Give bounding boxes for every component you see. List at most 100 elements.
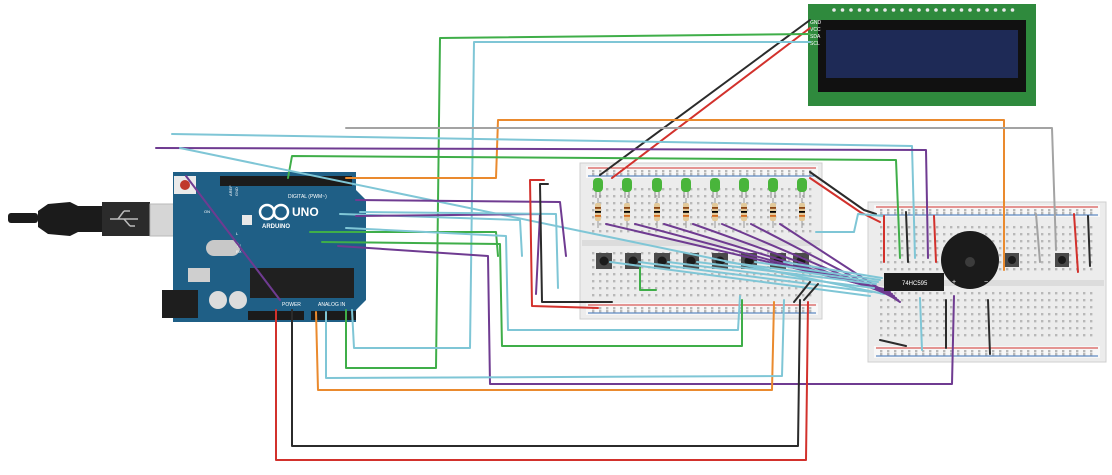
resistor-2[interactable] [624, 198, 630, 228]
breadboard-hole [957, 292, 960, 295]
led-1[interactable] [593, 178, 603, 198]
breadboard-hole [781, 195, 784, 198]
wire-gray-55[interactable] [1035, 213, 1041, 263]
breadboard-hole [634, 202, 637, 205]
arduino-uno-board[interactable]: UNO ARDUINO DIGITAL (PWM~) POWER ANALOG … [162, 172, 366, 322]
wire-black-54[interactable] [1087, 215, 1091, 267]
breadboard-hole [718, 195, 721, 198]
breadboard-hole [915, 209, 918, 212]
breadboard-hole [732, 287, 735, 290]
breadboard-hole [887, 261, 890, 264]
wire-black-45[interactable] [803, 283, 819, 301]
led-7[interactable] [768, 178, 778, 198]
wire-black-44[interactable] [793, 281, 811, 303]
wire-blue-39[interactable] [696, 261, 877, 285]
wire-black-52[interactable] [879, 339, 907, 347]
digital-header[interactable] [220, 176, 352, 186]
wire-black-21[interactable] [291, 299, 801, 447]
breadboard-hole [880, 306, 883, 309]
wire-red-2[interactable] [611, 27, 811, 179]
wire-green-9[interactable] [287, 155, 901, 259]
wire-blue-37[interactable] [638, 261, 873, 293]
wire-blue-41[interactable] [754, 261, 881, 281]
breadboard-hole [1020, 320, 1023, 323]
wire-blue-19[interactable] [359, 211, 559, 289]
wire-gray-6[interactable] [345, 127, 1057, 251]
pushbutton-right-2[interactable] [1055, 253, 1069, 267]
breadboard-hole [1048, 247, 1051, 250]
wire-green-3[interactable] [345, 33, 811, 369]
resistor-8[interactable] [799, 198, 805, 228]
wire-blue-42[interactable] [783, 261, 883, 279]
resistor-7[interactable] [770, 198, 776, 228]
wire-blue-16[interactable] [345, 227, 741, 331]
breadboard-hole [606, 216, 609, 219]
wire-blue-23[interactable] [325, 299, 785, 379]
breadboard-hole [718, 273, 721, 276]
resistor-1[interactable] [595, 198, 601, 228]
breadboard-hole [1034, 350, 1037, 353]
wire-purple-17[interactable] [337, 245, 955, 385]
wire-red-53[interactable] [1073, 213, 1079, 273]
pushbutton-1[interactable] [596, 253, 612, 269]
wire-blue-7[interactable] [171, 133, 916, 259]
led-4[interactable] [681, 178, 691, 198]
wire-purple-8[interactable] [155, 147, 929, 259]
led-5[interactable] [710, 178, 720, 198]
led-6[interactable] [739, 178, 749, 198]
breadboard-hole [971, 353, 974, 356]
breadboard-hole [887, 254, 890, 257]
breadboard-hole [887, 320, 890, 323]
resistor-6[interactable] [741, 198, 747, 228]
wire-red-47[interactable] [933, 215, 937, 263]
wire-red-24[interactable] [529, 179, 599, 309]
usb-cable[interactable] [8, 202, 179, 237]
wire-green-14[interactable] [309, 231, 499, 257]
breadboard-hole [915, 233, 918, 236]
resistor-band [595, 215, 601, 217]
wire-purple-10[interactable] [185, 175, 281, 301]
wire-blue-28[interactable] [815, 213, 885, 233]
wire-black-1[interactable] [599, 19, 811, 176]
wire-orange-5[interactable] [345, 119, 1005, 271]
breadboard-hole [929, 350, 932, 353]
wire-black-25[interactable] [539, 183, 613, 303]
wire-blue-40[interactable] [725, 261, 879, 283]
wire-green-18[interactable] [321, 241, 743, 347]
breadboard-hole [901, 240, 904, 243]
wire-blue-38[interactable] [667, 261, 875, 289]
wire-black-48[interactable] [905, 211, 909, 263]
wire-blue-4[interactable] [351, 41, 811, 349]
breadboard-hole [648, 259, 651, 262]
resistor-4[interactable] [683, 198, 689, 228]
breadboard-hole [732, 173, 735, 176]
wire-black-26[interactable] [809, 171, 877, 215]
wire-purple-33[interactable] [721, 223, 897, 299]
breadboard-hole [606, 195, 609, 198]
breadboard-hole [1083, 306, 1086, 309]
breadboard-hole [1069, 247, 1072, 250]
wire-orange-22[interactable] [315, 301, 775, 391]
wire-purple-35[interactable] [779, 223, 901, 303]
led-8[interactable] [797, 178, 807, 198]
lcd-i2c-module[interactable]: GND VCC SDA SCL [808, 4, 1036, 106]
breadboard-hole [908, 306, 911, 309]
led-3[interactable] [652, 178, 662, 198]
wire-red-20[interactable] [275, 301, 809, 461]
analog-header[interactable] [311, 311, 356, 320]
shift-register-74hc595[interactable]: 74HC595 [884, 273, 944, 291]
wire-green-43[interactable] [639, 267, 657, 291]
wire-black-50[interactable] [987, 299, 991, 355]
led-2[interactable] [622, 178, 632, 198]
wire-blue-36[interactable] [609, 261, 871, 297]
wire-red-27[interactable] [809, 177, 881, 223]
wire-purple-32[interactable] [692, 223, 895, 297]
pushbutton-right-1[interactable] [1005, 253, 1019, 267]
resistor-3[interactable] [654, 198, 660, 228]
breadboard-hole [1013, 306, 1016, 309]
wire-blue-51[interactable] [919, 297, 923, 351]
wire-purple-12[interactable] [355, 199, 567, 257]
resistor-5[interactable] [712, 198, 718, 228]
piezo-buzzer[interactable]: + − [941, 231, 999, 289]
breadboard-hole [922, 327, 925, 330]
